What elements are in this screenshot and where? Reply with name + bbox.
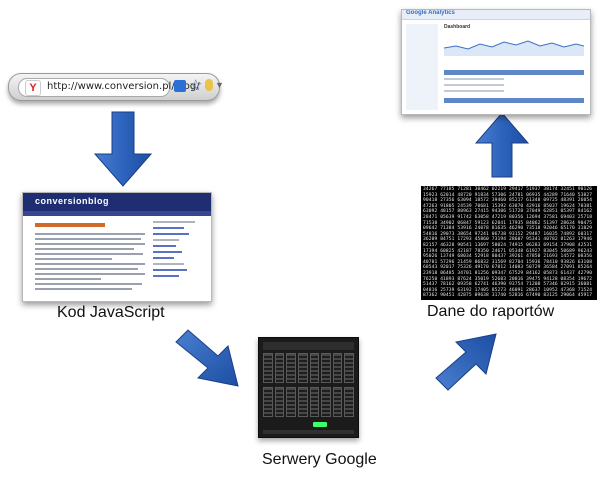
blog-logo: conversionblog [35,196,110,206]
dashboard-header [402,10,590,20]
favicon-icon: Y [25,80,41,96]
label-google-servers: Serwery Google [262,451,377,468]
server-top [263,342,354,350]
dashboard-section-bar [444,70,584,75]
blog-header [23,193,211,211]
url-text: http://www.conversion.pl/blog/ [47,81,200,92]
dashboard-sidebar [406,24,438,110]
server-status-led [313,422,327,427]
label-report-data: Dane do raportów [427,303,555,320]
analytics-dashboard-screenshot: Google Analytics Dashboard [401,9,591,115]
arrow-down-icon [93,111,153,187]
server-base [263,430,354,434]
arrow-up-icon [474,112,530,178]
arrow-up-right-icon [435,333,497,391]
raw-data-text: 34267 77185 71281 30462 02219 29417 5193… [423,187,593,299]
blog-sidebar [153,221,205,281]
blog-post-body [35,233,145,293]
dashboard-section-bar [444,98,584,103]
analytics-logo: Google Analytics [406,10,455,16]
chevron-down-icon: ▼ [215,80,224,90]
arrow-down-right-icon [175,329,239,387]
google-server-rack [258,337,359,438]
blog-nav [23,211,211,216]
rss-icon [174,80,186,92]
dashboard-stats [444,78,584,96]
url-field [18,78,170,97]
blog-post-title [35,223,105,227]
blog-screenshot: conversionblog [22,192,212,302]
dashboard-line-chart [444,40,584,56]
raw-data-block: 34267 77185 71281 30462 02219 29417 5193… [421,186,597,300]
label-javascript-code: Kod JavaScript [57,304,165,321]
star-icon: ☆ [189,77,203,94]
server-blade-row [263,353,354,383]
browser-address-bar: Y http://www.conversion.pl/blog/ ☆ ▼ [8,73,224,101]
dashboard-title: Dashboard [444,24,471,30]
extension-icon [205,79,213,91]
server-blade-row [263,387,354,417]
